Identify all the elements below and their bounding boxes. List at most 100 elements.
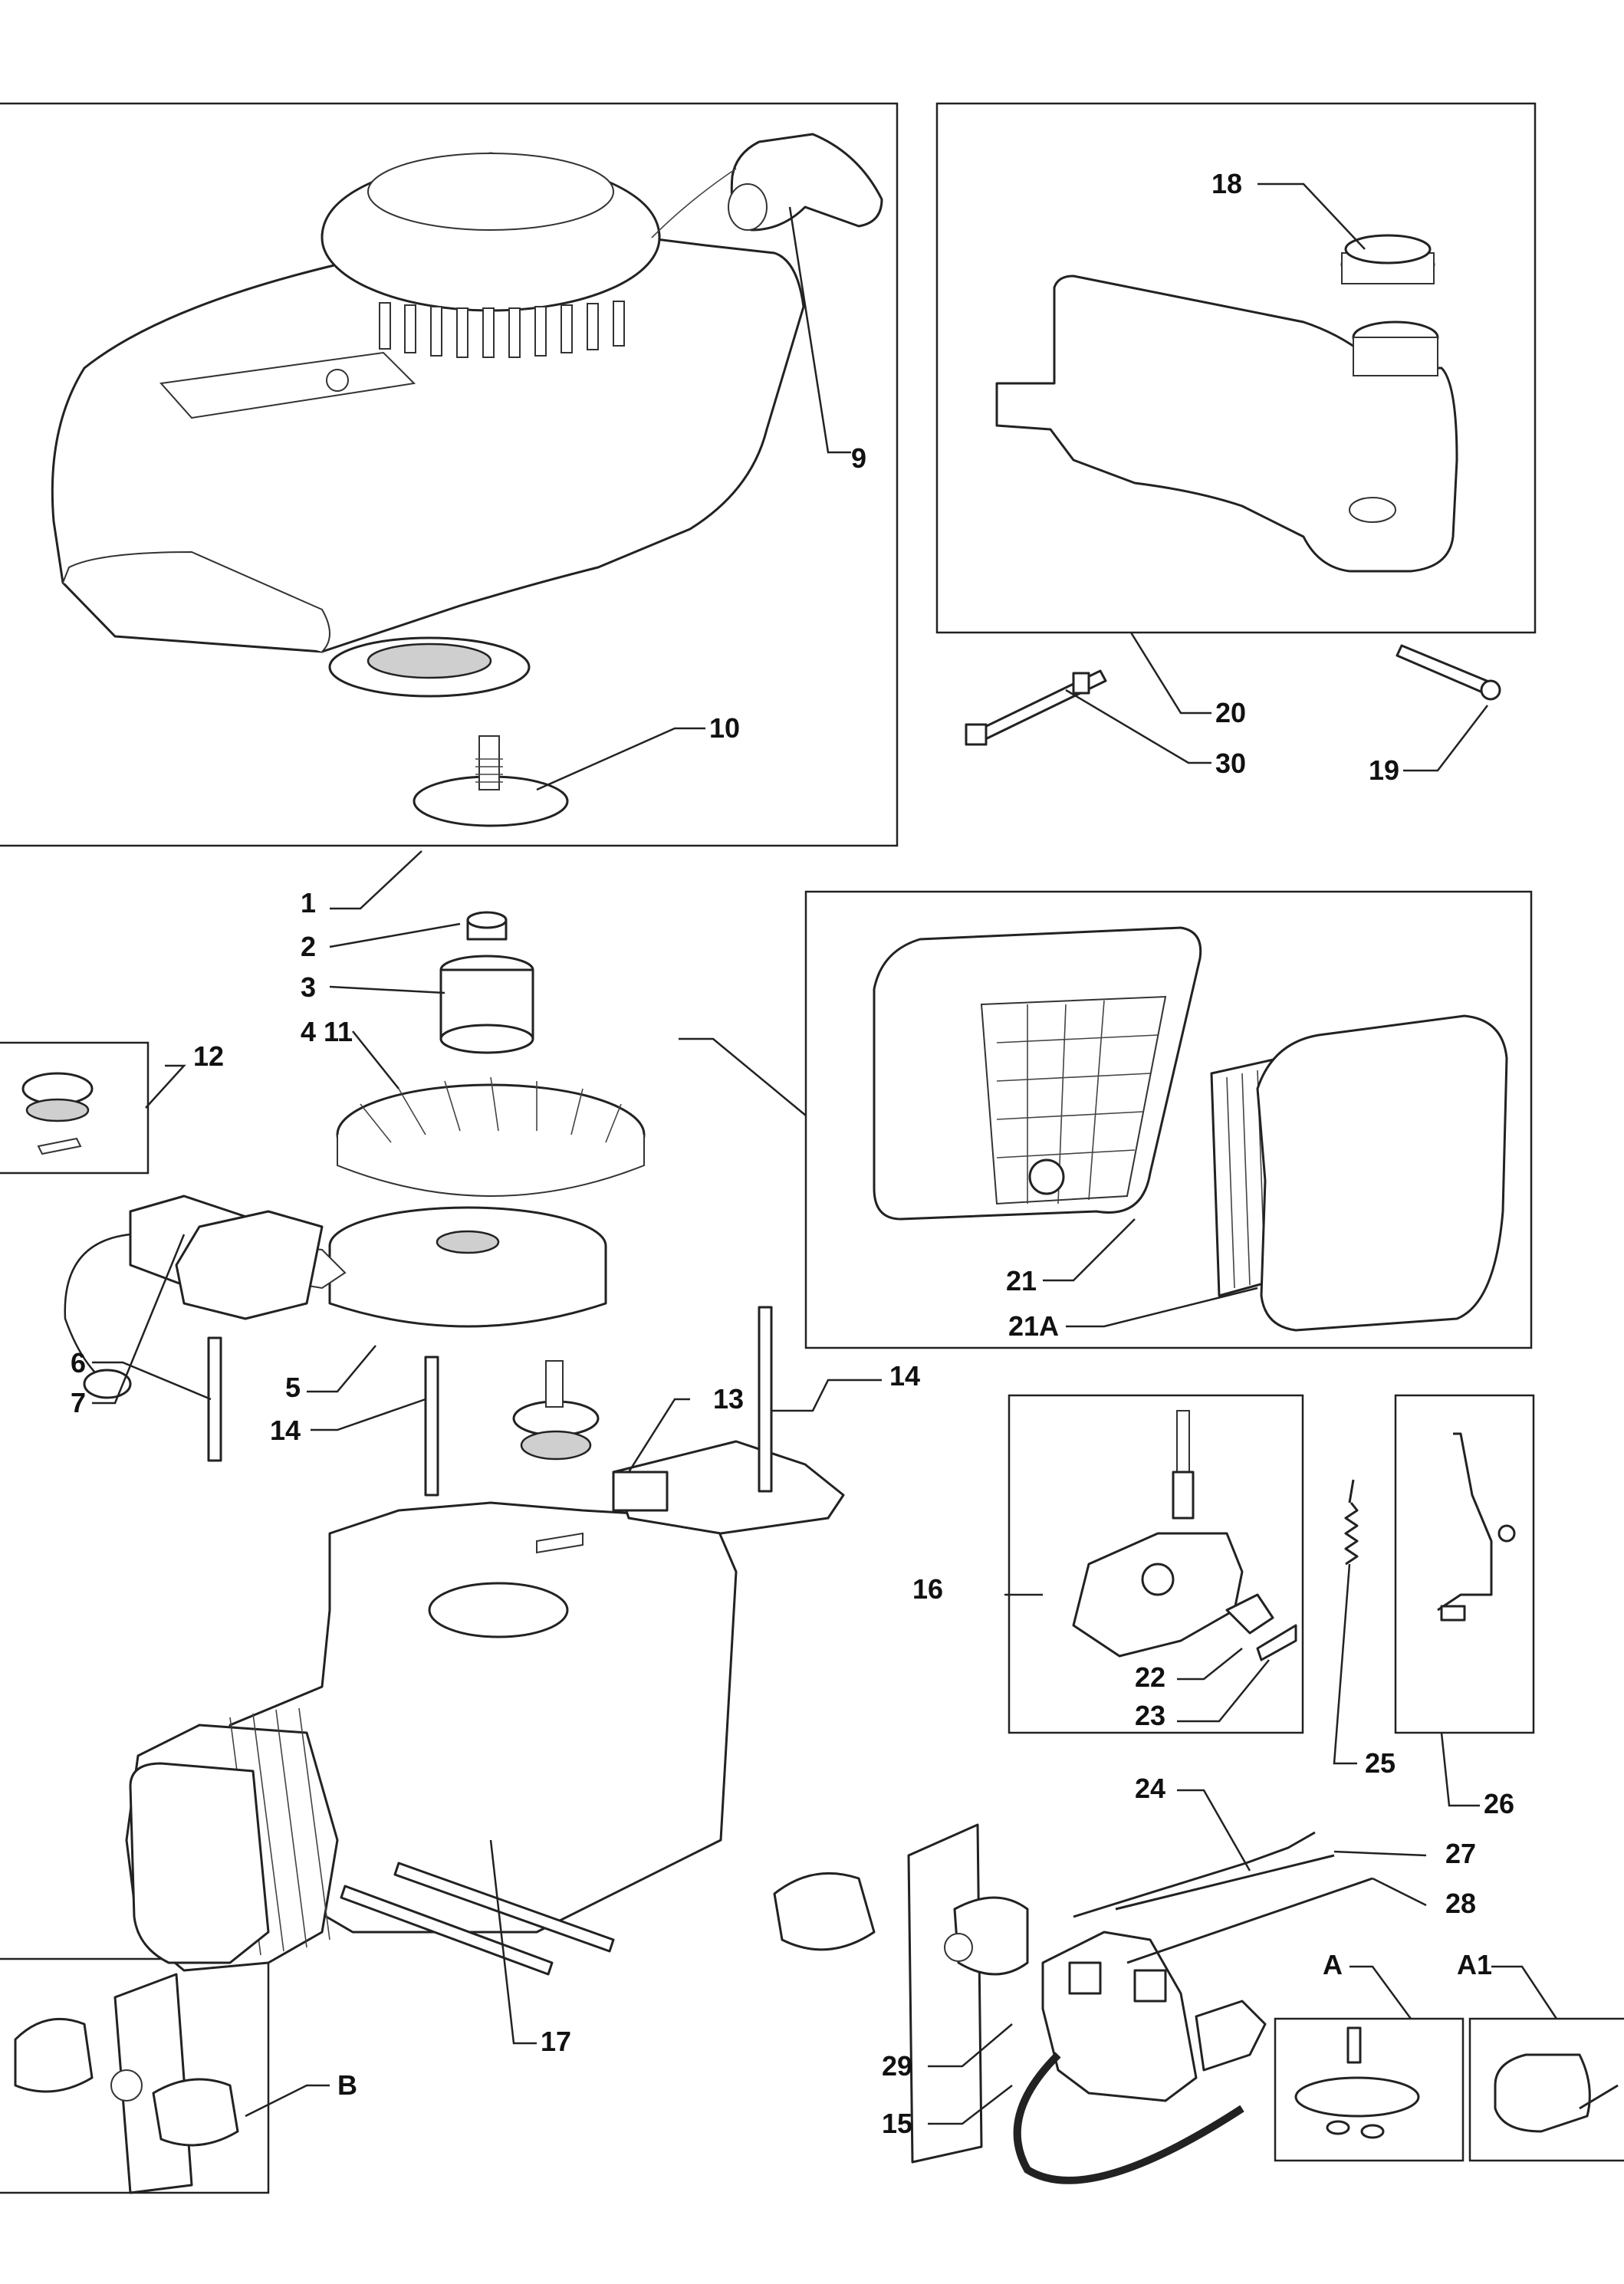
callout-27: 27 [1445,1838,1476,1869]
frame-starter-group [0,102,899,847]
callout-13: 13 [713,1383,744,1415]
callout-17: 17 [541,2026,571,2057]
callout-4-11: 4 11 [301,1016,353,1047]
fan-4 [336,1076,646,1197]
callout-21: 21 [1006,1265,1037,1296]
callout-24: 24 [1135,1773,1165,1804]
callout-1: 1 [301,887,316,919]
starter-cup-3 [439,955,534,1054]
governor-16 [1072,1410,1297,1661]
callout-6: 6 [71,1347,86,1379]
kit-A-contents [1294,2026,1420,2139]
leader-air-filter-frame [679,1037,807,1116]
callout-14a: 14 [270,1415,301,1446]
recoil-starter-cover [51,152,805,698]
leader-14a [311,1398,426,1431]
frame-part-12 [0,1041,150,1175]
leader-5 [307,1345,376,1393]
callout-A: A [1323,1949,1343,1980]
callout-21A: 21A [1008,1310,1059,1342]
callout-22: 22 [1135,1661,1165,1693]
kit-B-contents [14,1973,239,2194]
leader-14b [771,1379,882,1412]
leader-20 [1129,632,1211,715]
air-filter-cover-21A [1256,1014,1508,1332]
leader-lines [92,182,1558,2125]
callout-15: 15 [882,2108,912,2139]
frame-lever-26 [1394,1394,1535,1734]
leader-B [245,2084,330,2118]
callout-30: 30 [1215,748,1246,779]
rod-27-28 [1115,1854,1373,1964]
callout-3: 3 [301,971,316,1003]
leader-25 [1333,1563,1357,1765]
part-12-bracket [21,1072,94,1155]
leader-21 [1043,1218,1136,1282]
callout-labels: 9 10 1 2 3 4 11 12 5 6 7 14 13 14 16 22 … [71,168,1514,2139]
leader-12 [145,1064,186,1109]
leader-22 [1177,1648,1243,1681]
kit-A1-contents [1494,2053,1619,2133]
starter-pawl-10 [413,735,569,827]
stud-14 [424,1356,439,1497]
callout-19: 19 [1369,754,1399,786]
callout-A1: A1 [1457,1949,1492,1980]
leader-A [1349,1965,1412,2019]
callout-9: 9 [851,442,866,474]
callout-14b: 14 [889,1360,920,1392]
leader-A1 [1491,1965,1558,2019]
leader-15 [928,2085,1013,2125]
leader-9 [788,206,851,454]
callout-12: 12 [193,1040,224,1072]
leader-26 [1440,1732,1480,1807]
tank-bolt-19 [1396,644,1501,701]
lever-26 [1437,1432,1516,1622]
callout-2: 2 [301,931,316,962]
tank-bolt-30 [965,669,1107,746]
leader-24 [1177,1789,1251,1872]
leader-2 [329,922,461,948]
shield-part [175,1210,324,1320]
rod-24 [1073,1831,1316,1918]
callout-16: 16 [912,1573,943,1605]
leader-27 [1333,1850,1427,1857]
callout-28: 28 [1445,1888,1476,1919]
frame-kit-A [1274,2017,1465,2162]
frame-fuel-tank-group [935,102,1537,634]
callout-23: 23 [1135,1700,1165,1731]
leader-18 [1257,182,1366,250]
leader-28 [1372,1877,1427,1907]
leader-6 [92,1361,212,1401]
engine-block [125,1501,738,1972]
leader-4 [352,1030,399,1089]
leader-3 [329,985,445,994]
callout-7: 7 [71,1387,86,1418]
leader-19 [1403,705,1488,772]
callout-20: 20 [1215,697,1246,728]
leader-13 [627,1398,690,1473]
fuel-tank [995,274,1458,573]
stud-17 [340,1862,615,1976]
leader-17 [489,1839,537,2045]
starter-handle [651,133,883,238]
gasket-29 [773,1823,1029,2164]
leader-10 [536,727,705,791]
carburetor-15 [1013,1931,1267,2184]
fuel-cap-18 [1340,234,1435,284]
callout-10: 10 [709,712,740,744]
callout-29: 29 [882,2050,912,2082]
leader-21a [1066,1287,1258,1328]
callout-25: 25 [1365,1747,1396,1779]
callout-18: 18 [1211,168,1242,199]
frame-kit-A1 [1468,2017,1624,2162]
leader-29 [928,2023,1013,2068]
nut-2 [466,911,508,941]
leader-7 [92,1234,186,1405]
callout-5: 5 [285,1372,301,1403]
leader-30 [1065,688,1211,764]
leader-1 [330,850,422,910]
frame-air-filter-group [804,890,1533,1349]
air-filter-base [873,926,1202,1221]
spacer-part [512,1360,600,1554]
